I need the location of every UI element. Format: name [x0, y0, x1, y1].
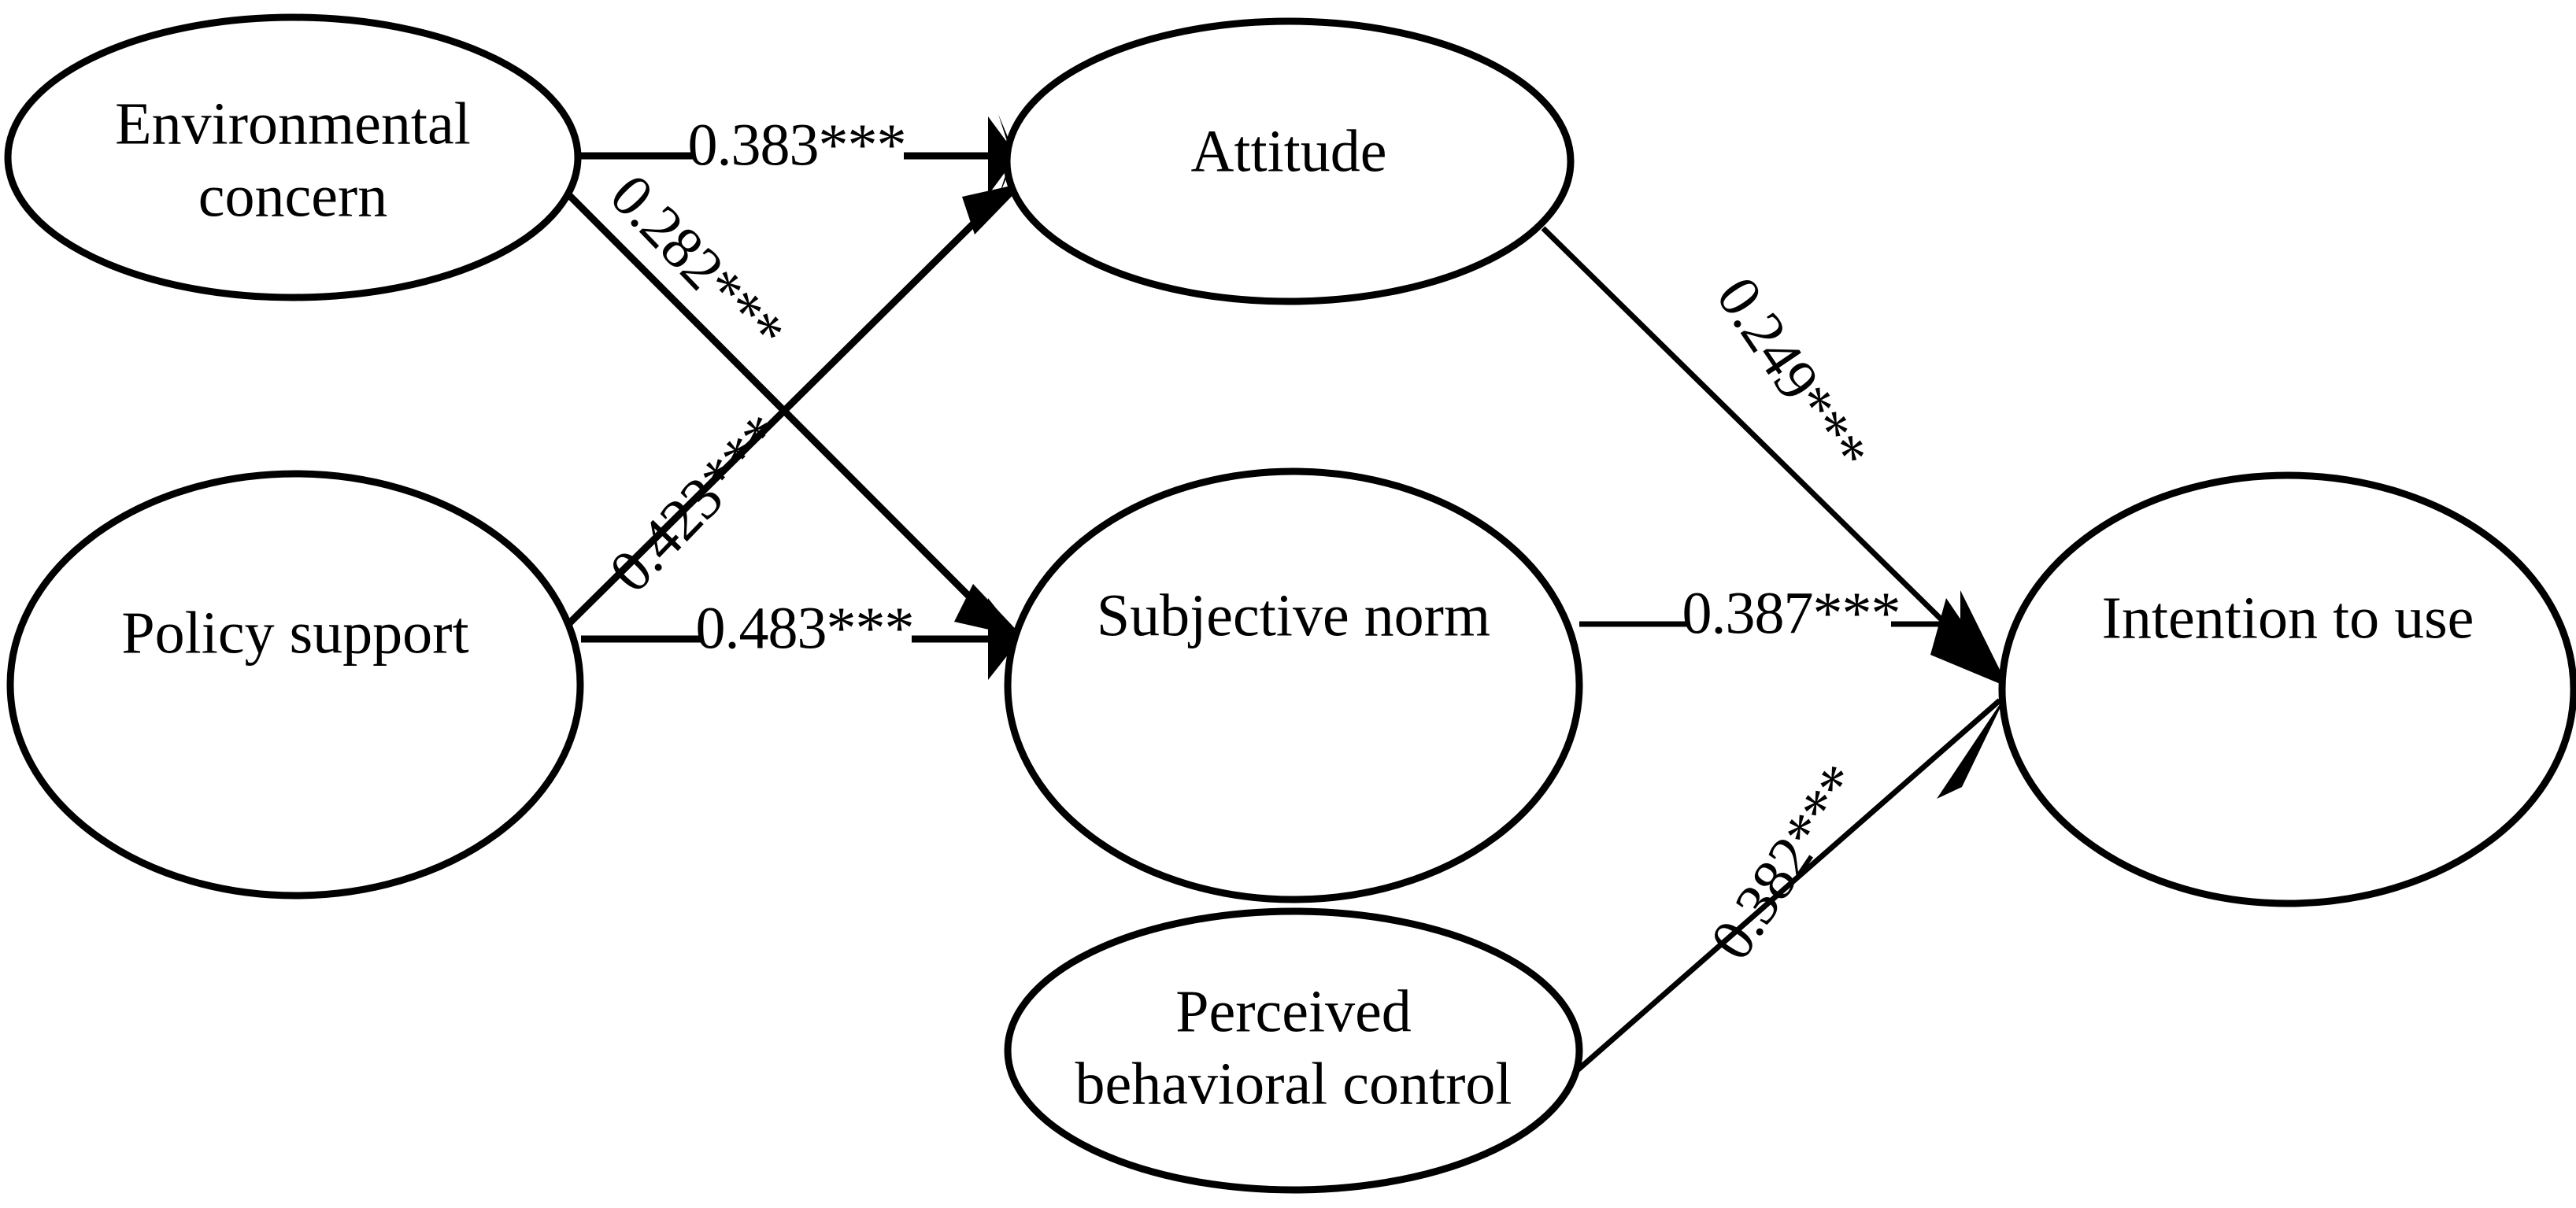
node-label-line2: concern [198, 163, 388, 229]
node-label-line1: Environmental [115, 91, 471, 157]
edge-sn-to-itu[interactable] [1579, 590, 2009, 689]
edge-label-pbc-to-itu: 0.382*** [1697, 753, 1875, 971]
edge-label-sn-to-itu: 0.387*** [1682, 580, 1901, 646]
node-intention-to-use[interactable]: Intention to use [1998, 471, 2576, 907]
edge-segment [560, 188, 1009, 633]
edge-segment [1553, 698, 2002, 1092]
node-attitude[interactable]: Attitude [1003, 17, 1575, 305]
edge-label-ps-to-sn: 0.483*** [696, 595, 914, 661]
edge-pbc-to-itu[interactable] [1553, 693, 2008, 1092]
node-policy-support[interactable]: Policy support [6, 470, 584, 900]
node-shape-ellipse [4, 13, 582, 301]
edge-label-attitude-to-itu: 0.249*** [1704, 265, 1881, 483]
arrowhead-icon [988, 116, 1017, 195]
node-environmental-concern[interactable]: Environmental concern [4, 13, 582, 301]
edge-ps-to-sn[interactable] [581, 598, 1020, 680]
node-label-line1: Policy support [121, 600, 468, 666]
node-shape-ellipse [1998, 471, 2576, 907]
edge-label-ps-to-attitude: 0.423*** [597, 402, 796, 605]
node-shape-ellipse [1003, 17, 1575, 305]
edge-ps-to-attitude[interactable] [560, 183, 1025, 633]
node-label-line2: behavioral control [1075, 1051, 1512, 1117]
node-label-line1: Perceived [1175, 978, 1412, 1044]
node-label-line1: Intention to use [2102, 585, 2474, 651]
node-shape-ellipse [1004, 467, 1583, 903]
arrowhead-icon [988, 598, 1020, 680]
edge-label-ec-to-attitude: 0.383*** [688, 112, 906, 178]
edge-segment [548, 174, 1005, 633]
node-label-line1: Attitude [1190, 118, 1386, 184]
arrowhead-icon [1960, 590, 2009, 689]
node-shape-ellipse [6, 470, 584, 900]
node-label-line1: Subjective norm [1097, 582, 1490, 648]
node-subjective-norm[interactable]: Subjective norm [1004, 467, 1583, 903]
arrowhead-icon [1937, 693, 2008, 799]
edge-segment [1541, 226, 2002, 679]
edge-label-ec-to-sn: 0.282*** [598, 162, 797, 365]
node-perceived-behavioral-control[interactable]: Perceived behavioral control [1004, 907, 1583, 1194]
node-shape-ellipse [1004, 907, 1583, 1194]
arrowhead-icon [962, 183, 1025, 235]
